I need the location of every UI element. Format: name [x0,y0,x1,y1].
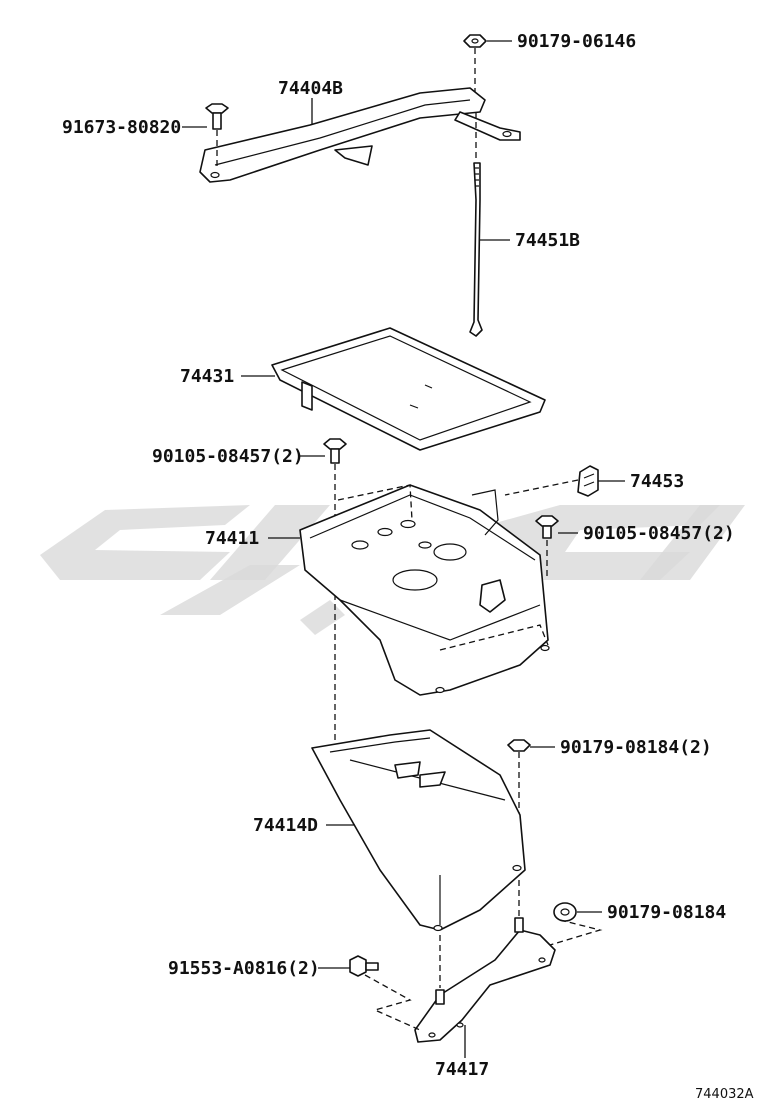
label-74451B: 74451B [515,230,580,251]
part-74453 [504,465,599,497]
label-90105-08457-upper: 90105-08457(2) [152,446,304,467]
label-74417: 74417 [435,1059,489,1080]
label-74414D: 74414D [253,815,318,836]
label-90179-06146: 90179-06146 [517,31,636,52]
label-91673-80820: 91673-80820 [62,117,181,138]
nut-90179-06146 [463,34,487,95]
diagram-id: 744032A [695,1087,754,1102]
bolt-91673-80820 [205,103,229,166]
label-74404B: 74404B [278,78,343,99]
part-74417 [414,880,556,1043]
bolt-90105-08457-right [535,515,559,580]
part-74404B [199,87,521,183]
nut-90179-08184 [549,902,603,946]
label-74431: 74431 [180,366,234,387]
bolt-91553-A0816 [349,955,421,1031]
leader-lines [182,40,625,1058]
part-74431 [271,327,546,451]
bolt-90105-08457-upper [323,438,347,740]
label-74411: 74411 [205,528,259,549]
label-90179-08184-pair: 90179-08184(2) [560,737,712,758]
label-91553-A0816: 91553-A0816(2) [168,958,320,979]
part-74414D [311,729,526,932]
part-74451B [469,112,483,337]
part-74411 [299,484,550,696]
label-90105-08457-right: 90105-08457(2) [583,523,735,544]
nut-90179-08184-pair [507,739,531,830]
label-90179-08184: 90179-08184 [607,902,726,923]
label-74453: 74453 [630,471,684,492]
